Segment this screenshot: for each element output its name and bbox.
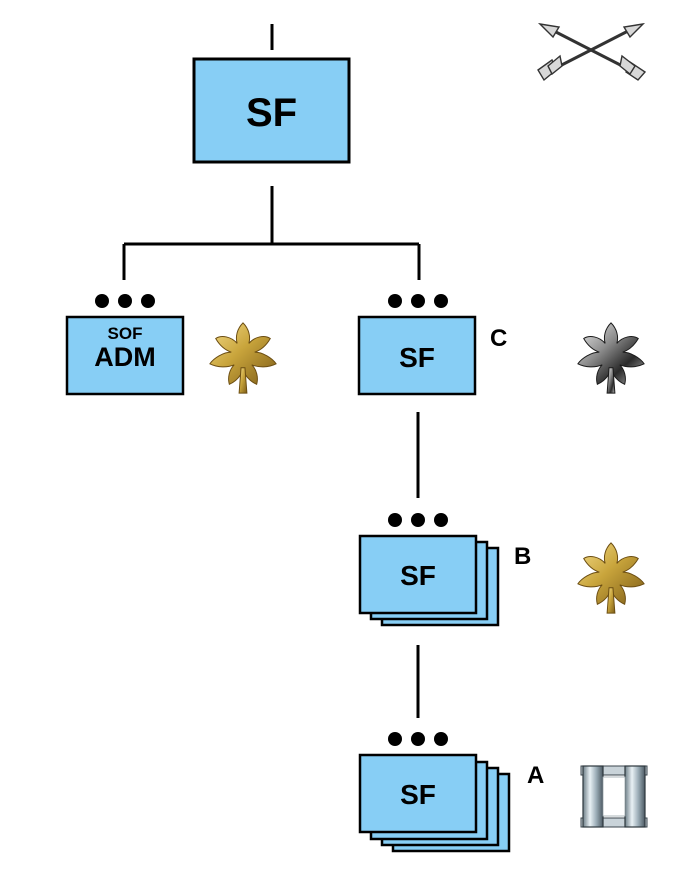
captain-bars-icon [580, 765, 648, 828]
b-unit-label: SF [400, 560, 436, 591]
adm-unit-label: ADM [94, 342, 156, 372]
adm-unit: SOF ADM [65, 294, 185, 396]
adm-unit-sub-label: SOF [108, 324, 143, 343]
top-unit-label: SF [246, 91, 297, 135]
b-unit: SF [358, 513, 500, 627]
echelon-label-c: C [490, 325, 507, 352]
battalion-echelon-dots [388, 294, 448, 308]
silver-oak-leaf-icon [577, 322, 645, 394]
battalion-echelon-dots [388, 513, 448, 527]
top-unit: SF [192, 57, 351, 164]
battalion-echelon-dots [388, 732, 448, 746]
a-unit: SF [358, 732, 511, 853]
crossed-arrows-icon [537, 22, 647, 82]
gold-oak-leaf-icon [577, 542, 645, 614]
echelon-label-a: A [527, 762, 544, 789]
a-unit-label: SF [400, 779, 436, 810]
gold-oak-leaf-icon [209, 322, 277, 394]
company-unit: SF [357, 294, 477, 396]
company-unit-label: SF [399, 342, 435, 373]
echelon-label-b: B [514, 543, 531, 570]
battalion-echelon-dots [95, 294, 155, 308]
